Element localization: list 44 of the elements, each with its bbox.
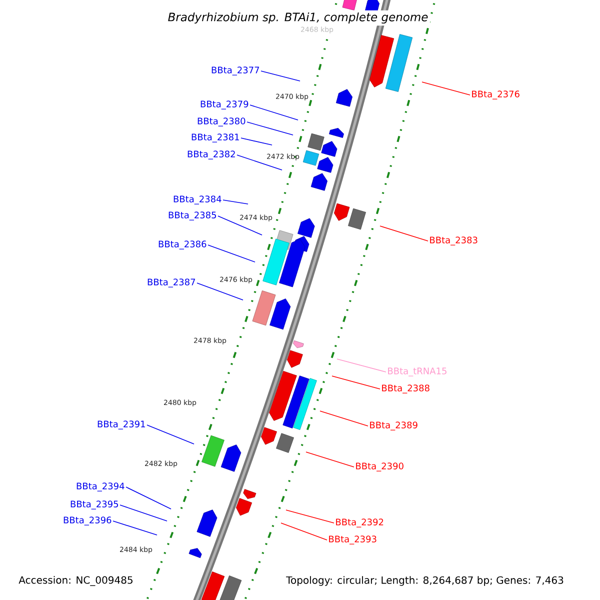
leader-line	[306, 452, 354, 468]
gene-label: BBta_tRNA15	[388, 368, 446, 376]
leader-line	[240, 138, 272, 146]
gene-label: BBta_2381	[192, 134, 239, 142]
gene-label: BBta_2387	[148, 278, 196, 288]
leader-line	[260, 70, 300, 82]
gene-label: BBta_2383	[430, 236, 478, 246]
leader-line	[336, 358, 386, 372]
gene-label: BBta_2390	[356, 462, 404, 472]
leader-line	[332, 376, 380, 390]
gene-label: BBta_2380	[198, 118, 246, 126]
gene-label: BBta_2386	[158, 240, 206, 250]
gene-label: BBta_2392	[336, 518, 384, 528]
gene-label: BBta_2395	[70, 500, 118, 510]
leader-line	[422, 82, 470, 96]
gene-label: BBta_2394	[76, 482, 124, 492]
gene-label: BBta_2384	[174, 196, 222, 204]
leader-line	[120, 504, 168, 522]
leader-line	[146, 424, 194, 444]
leader-line	[380, 226, 428, 242]
leader-line	[126, 486, 172, 510]
leader-line	[246, 122, 294, 136]
gene-label: BBta_2382	[188, 150, 235, 160]
leader-line	[280, 522, 328, 540]
leader-line	[236, 154, 282, 170]
leader-line	[286, 510, 334, 524]
gene-label: BBta_2376	[472, 90, 520, 100]
gene-label: BBta_2379	[200, 100, 248, 110]
leader-line	[222, 200, 248, 204]
gene-label: BBta_2389	[370, 422, 418, 430]
leader-line	[320, 410, 368, 426]
leader-line	[250, 104, 298, 120]
gene-label: BBta_2391	[98, 420, 145, 430]
gene-label: BBta_2396	[64, 516, 112, 526]
footer-text: Accession: NC_009485	[18, 576, 132, 586]
gene-label: BBta_2377	[212, 66, 260, 76]
gene-label: BBta_2388	[382, 384, 430, 394]
gene-label: BBta_2385	[168, 212, 216, 220]
leader-line	[112, 520, 158, 536]
leader-line	[196, 282, 244, 300]
gene-label: BBta_2393	[329, 536, 376, 544]
footer-text: Topology: circular; Length: 8,264,687 bp; Genes: 7,463	[286, 576, 564, 586]
leader-line	[218, 216, 262, 236]
leader-line	[208, 244, 256, 262]
